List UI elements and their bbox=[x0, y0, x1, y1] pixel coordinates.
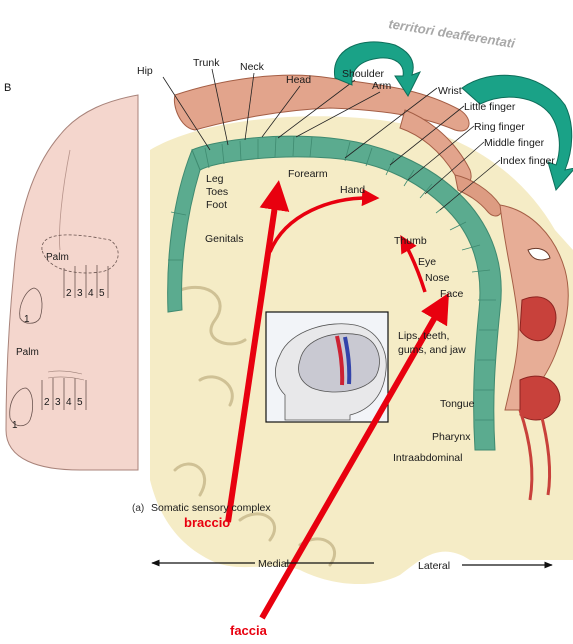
figure-caption: Somatic sensory complex bbox=[151, 502, 271, 514]
label-head: Head bbox=[286, 74, 311, 86]
label-genitals: Genitals bbox=[205, 233, 244, 245]
label-thumb: Thumb bbox=[394, 235, 427, 247]
arm-arrow-label: braccio bbox=[184, 515, 230, 530]
panel-letter: B bbox=[4, 82, 11, 94]
label-little-finger: Little finger bbox=[464, 101, 516, 113]
axis-lateral-label: Lateral bbox=[418, 560, 450, 572]
label-ring-finger: Ring finger bbox=[474, 121, 525, 133]
label-leg: Leg bbox=[206, 173, 224, 185]
upper-palm-label: Palm bbox=[46, 252, 69, 263]
brain-inset bbox=[266, 312, 388, 422]
lower-palm-label: Palm bbox=[16, 347, 39, 358]
label-foot: Foot bbox=[206, 199, 227, 211]
overlay-title: territori deafferentati bbox=[388, 16, 517, 51]
homunculus-lips bbox=[520, 297, 556, 341]
label-forearm: Forearm bbox=[288, 168, 328, 180]
label-pharynx: Pharynx bbox=[432, 431, 471, 443]
upper-digit-3: 3 bbox=[77, 288, 83, 299]
label-toes: Toes bbox=[206, 186, 228, 198]
label-eye: Eye bbox=[418, 256, 436, 268]
lower-digit-2: 2 bbox=[44, 397, 50, 408]
lower-digit-4: 4 bbox=[66, 397, 72, 408]
label-face: Face bbox=[440, 288, 464, 300]
label-wrist: Wrist bbox=[438, 85, 462, 97]
upper-digit-5: 5 bbox=[99, 288, 105, 299]
arm-silhouette bbox=[6, 95, 138, 470]
face-arrow-label: faccia bbox=[230, 623, 268, 638]
axis-medial-label: Medial bbox=[258, 558, 289, 570]
label-nose: Nose bbox=[425, 272, 450, 284]
upper-digit-2: 2 bbox=[66, 288, 72, 299]
lower-digit-5: 5 bbox=[77, 397, 83, 408]
lower-digit-3: 3 bbox=[55, 397, 61, 408]
label-intraabdominal: Intraabdominal bbox=[393, 452, 462, 464]
hand-sketch-panel: B Palm Palm bbox=[4, 82, 138, 470]
label-shoulder: Shoulder bbox=[342, 68, 385, 80]
caption-prefix: (a) bbox=[132, 503, 144, 514]
label-index-finger: Index finger bbox=[500, 155, 555, 167]
label-trunk: Trunk bbox=[193, 57, 220, 69]
label-middle-finger: Middle finger bbox=[484, 137, 545, 149]
lower-digit-1: 1 bbox=[12, 420, 18, 431]
upper-digit-1: 1 bbox=[24, 314, 30, 325]
label-arm: Arm bbox=[372, 80, 392, 92]
label-hip: Hip bbox=[137, 65, 153, 77]
label-lips-teeth: Lips, teeth, bbox=[398, 330, 449, 342]
label-gums-and-jaw: gums, and jaw bbox=[398, 344, 466, 356]
label-hand: Hand bbox=[340, 184, 365, 196]
upper-digit-4: 4 bbox=[88, 288, 94, 299]
label-tongue: Tongue bbox=[440, 398, 475, 410]
label-neck: Neck bbox=[240, 61, 265, 73]
